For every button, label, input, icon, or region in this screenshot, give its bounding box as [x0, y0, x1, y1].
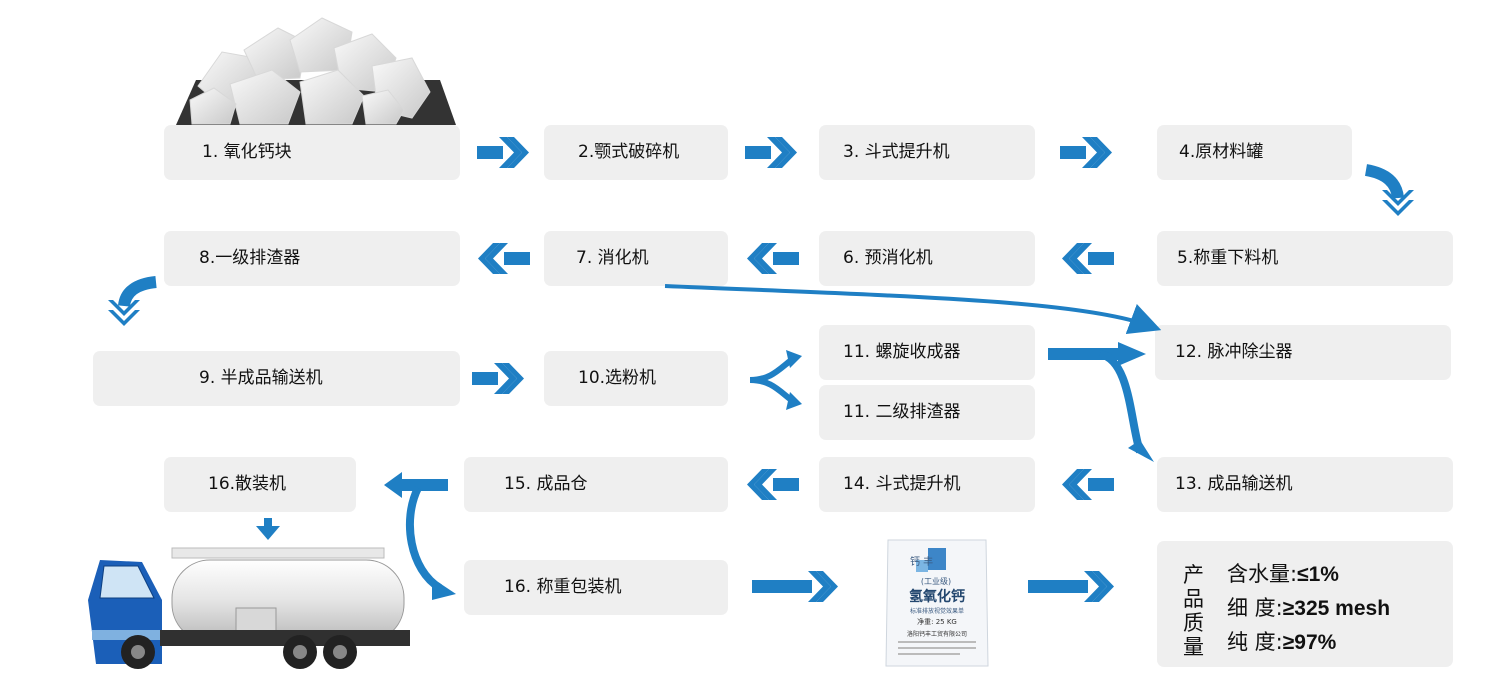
bag-company: 洛阳钙丰工贸有限公司: [907, 630, 967, 638]
step-4-box: 4.原材料罐: [1157, 125, 1352, 180]
arrow-14-15: [747, 469, 799, 500]
step-1-box: 1. 氧化钙块: [164, 125, 460, 180]
step-2-label: 2.颚式破碎机: [578, 142, 680, 162]
arrow-13-14: [1062, 469, 1114, 500]
arrow-10-11-split: [749, 355, 796, 405]
step-7-label: 7. 消化机: [576, 248, 649, 268]
step-16a-label: 16.散装机: [208, 474, 287, 494]
bag-grade: (工业级): [921, 576, 951, 586]
arrow-15-16b-head: [432, 578, 456, 600]
step-13-label: 13. 成品输送机: [1175, 474, 1293, 494]
arrow-11-12-head: [1118, 342, 1146, 366]
step-10-box: 10.选粉机: [544, 351, 728, 406]
step-2-box: 2.颚式破碎机: [544, 125, 728, 180]
step-4-label: 4.原材料罐: [1179, 142, 1264, 162]
step-8-box: 8.一级排渣器: [164, 231, 460, 286]
arrow-9-10: [472, 363, 524, 394]
step-3-label: 3. 斗式提升机: [843, 142, 950, 162]
bag-standard: 标准排放视觉效果单: [910, 607, 964, 615]
arrow-2-3: [745, 137, 797, 168]
arrow-1-2: [477, 137, 529, 168]
step-16b-box: 16. 称重包装机: [464, 560, 728, 615]
step-16b-label: 16. 称重包装机: [504, 577, 622, 597]
moisture-value: ≤1%: [1297, 563, 1339, 586]
arrow-3-4: [1060, 137, 1112, 168]
step-15-label: 15. 成品仓: [504, 474, 588, 494]
arrow-bag-quality: [1028, 571, 1114, 602]
arrow-15-bar: [400, 479, 448, 491]
arrow-6-7: [747, 243, 799, 274]
moisture-line: 含水量:≤1%: [1227, 559, 1339, 590]
step-11a-label: 11. 螺旋收成器: [843, 342, 961, 362]
step-6-label: 6. 预消化机: [843, 248, 933, 268]
tanker-truck-image: [88, 547, 410, 669]
step-8-label: 8.一级排渣器: [199, 248, 301, 268]
step-16a-box: 16.散装机: [164, 457, 356, 512]
step-14-box: 14. 斗式提升机: [819, 457, 1035, 512]
arrow-10-11b-head: [786, 392, 802, 410]
arrows-left: [478, 243, 1114, 500]
purity-line: 纯 度:≥97%: [1227, 627, 1336, 658]
calcium-oxide-rocks-image: [176, 17, 456, 125]
arrow-7-12: [664, 284, 1162, 335]
moisture-label: 含水量:: [1227, 562, 1298, 586]
arrow-11-13-head: [1128, 440, 1154, 462]
step-5-box: 5.称重下料机: [1157, 231, 1453, 286]
arrow-8-9: [108, 276, 157, 326]
step-14-label: 14. 斗式提升机: [843, 474, 961, 494]
fineness-value: ≥325 mesh: [1282, 597, 1391, 620]
arrow-16a-truck: [256, 518, 280, 540]
arrow-11-13: [1098, 350, 1144, 454]
step-11b-label: 11. 二级排渣器: [843, 402, 961, 422]
arrow-16b-bag: [752, 571, 838, 602]
bag-net-weight: 净重: 25 KG: [917, 617, 957, 626]
step-12-label: 12. 脉冲除尘器: [1175, 342, 1293, 362]
bag-product-name: 氢氧化钙: [909, 588, 965, 605]
arrow-10-11a-head: [786, 350, 802, 368]
step-11b-box: 11. 二级排渣器: [819, 385, 1035, 440]
step-15-box: 15. 成品仓: [464, 457, 728, 512]
step-10-label: 10.选粉机: [578, 368, 657, 388]
step-9-box: 9. 半成品输送机: [93, 351, 460, 406]
step-12-box: 12. 脉冲除尘器: [1155, 325, 1451, 380]
step-1-label: 1. 氧化钙块: [202, 142, 292, 162]
product-bag-image: 钙 丰 (工业级) 氢氧化钙 标准排放视觉效果单 净重: 25 KG 洛阳钙丰工…: [885, 539, 989, 667]
arrow-5-6: [1062, 243, 1114, 274]
step-7-box: 7. 消化机: [544, 231, 728, 286]
step-13-box: 13. 成品输送机: [1157, 457, 1453, 512]
bag-brand: 钙 丰: [910, 555, 933, 568]
step-6-box: 6. 预消化机: [819, 231, 1035, 286]
step-11a-box: 11. 螺旋收成器: [819, 325, 1035, 380]
step-9-label: 9. 半成品输送机: [199, 368, 323, 388]
arrow-15-16b: [405, 486, 443, 592]
step-3-box: 3. 斗式提升机: [819, 125, 1035, 180]
fineness-line: 细 度:≥325 mesh: [1227, 593, 1390, 624]
arrow-4-5: [1364, 164, 1414, 216]
arrow-7-8: [478, 243, 530, 274]
purity-label: 纯 度:: [1227, 630, 1283, 654]
quality-title: 产品质量: [1183, 563, 1204, 659]
step-5-label: 5.称重下料机: [1177, 248, 1279, 268]
arrow-15-16a-head: [384, 472, 402, 498]
fineness-label: 细 度:: [1227, 596, 1283, 620]
product-quality-box: 产品质量 含水量:≤1% 细 度:≥325 mesh 纯 度:≥97%: [1157, 541, 1453, 667]
purity-value: ≥97%: [1282, 631, 1337, 654]
arrows-right: [472, 137, 1114, 602]
